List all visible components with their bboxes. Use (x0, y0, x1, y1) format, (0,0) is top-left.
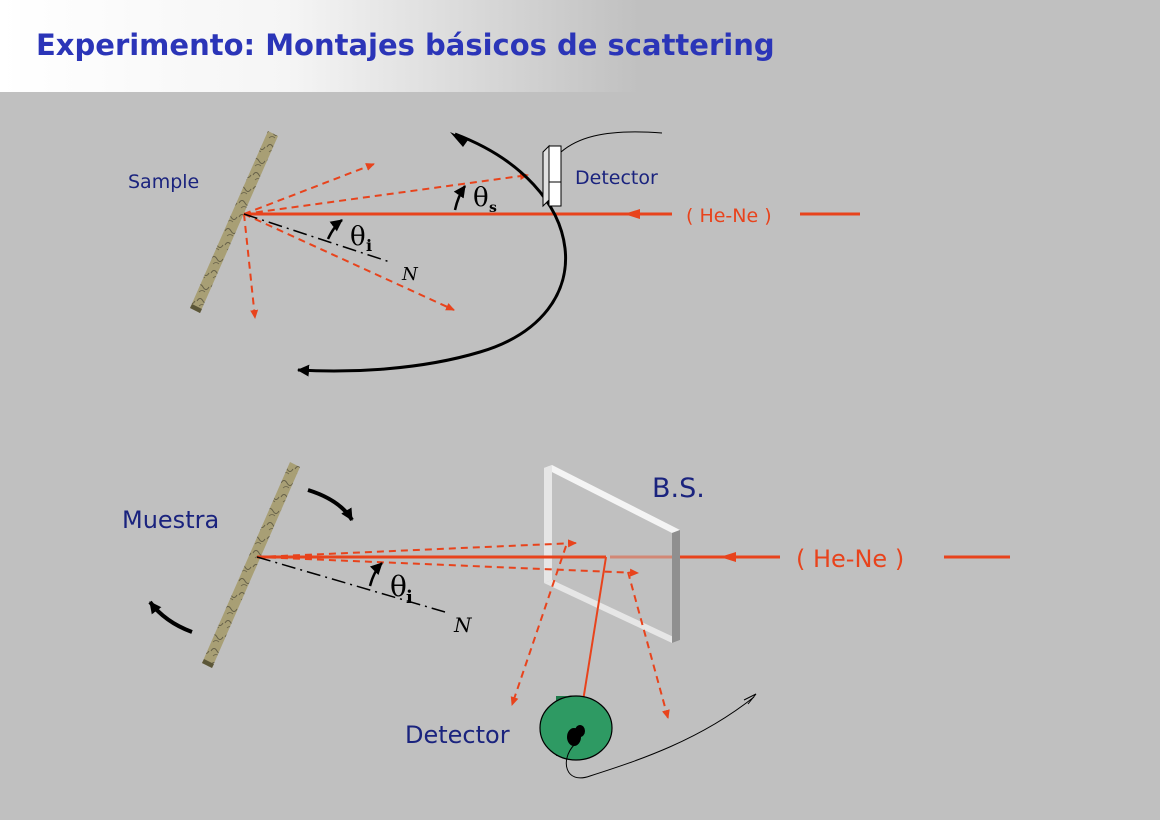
top-beam-arrowhead (624, 209, 640, 219)
top-sample-plate (190, 131, 278, 313)
top-rotation-arc (297, 132, 567, 377)
bottom-detector (539, 693, 757, 779)
bottom-sample-plate (202, 462, 300, 668)
bottom-theta-i-symbol: θ (390, 570, 407, 603)
top-laser-label: ( He-Ne ) (686, 205, 772, 227)
title-band (0, 0, 640, 92)
bottom-rotation-arrow-ccw (148, 600, 193, 634)
top-rotation-arc-start-arrow (450, 132, 468, 147)
top-detector (542, 131, 663, 208)
slide-title: Experimento: Montajes básicos de scatter… (36, 28, 775, 62)
top-setup: Sample ( He-Ne ) N θ i θ s (128, 131, 860, 377)
top-theta-i-arc (326, 219, 343, 240)
top-theta-s-symbol: θ (473, 183, 489, 213)
bottom-setup: Muestra B.S. ( He-Ne ) N (122, 462, 1010, 779)
bottom-theta-i-subscript: i (406, 587, 413, 608)
bottom-beam-arrowhead (720, 552, 736, 562)
bottom-laser-label: ( He-Ne ) (796, 545, 904, 573)
top-scattered-rays (243, 163, 529, 319)
bottom-normal-line (256, 556, 446, 613)
top-sample-label: Sample (128, 171, 199, 193)
beam-splitter (544, 465, 680, 643)
bottom-normal-label: N (453, 613, 473, 637)
top-theta-i-symbol: θ (350, 222, 366, 252)
beamsplitter-label: B.S. (652, 473, 705, 504)
bottom-rotation-arrow-cw (307, 488, 354, 522)
top-theta-i-subscript: i (366, 236, 372, 255)
bottom-detector-label: Detector (405, 721, 510, 749)
bottom-sample-label: Muestra (122, 506, 219, 534)
top-theta-s-arc (453, 185, 467, 211)
top-detector-label: Detector (575, 167, 658, 189)
bottom-scattered-rays (256, 539, 670, 719)
top-theta-s-subscript: s (489, 200, 497, 216)
bottom-theta-i-arc (368, 562, 383, 587)
top-normal-label: N (401, 264, 419, 285)
bottom-reflected-beam (579, 556, 607, 721)
